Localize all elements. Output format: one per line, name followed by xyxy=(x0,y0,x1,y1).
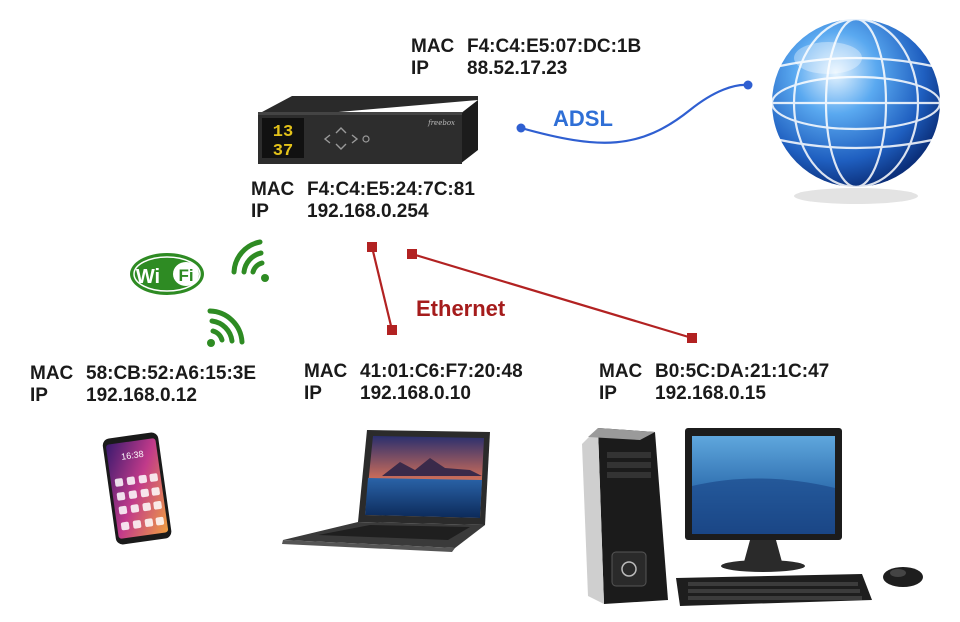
desktop-computer-icon xyxy=(582,428,923,606)
ip-label: IP xyxy=(251,201,269,222)
router-wan-mac: F4:C4:E5:07:DC:1B xyxy=(467,36,642,57)
laptop-icon xyxy=(282,430,490,552)
ip-label: IP xyxy=(411,58,429,79)
ip-label: IP xyxy=(30,385,48,406)
router-wan-ip: 88.52.17.23 xyxy=(467,58,568,79)
ethernet-label: Ethernet xyxy=(416,296,506,321)
mac-label: MAC xyxy=(251,179,295,200)
adsl-link xyxy=(516,80,753,144)
router-brand: freebox xyxy=(427,119,455,127)
mac-label: MAC xyxy=(304,361,348,382)
wifi-badge-fi: Fi xyxy=(178,266,193,285)
phone-mac: 58:CB:52:A6:15:3E xyxy=(86,363,257,384)
desktop-address: MAC B0:5C:DA:21:1C:47 IP 192.168.0.15 xyxy=(599,361,829,405)
wifi-badge-icon: Wi Fi xyxy=(130,253,204,295)
ethernet-link-laptop xyxy=(367,242,397,335)
desktop-ip: 192.168.0.15 xyxy=(655,383,766,404)
ethernet-link-desktop xyxy=(407,249,697,343)
smartphone-icon: 16:38 xyxy=(102,432,172,545)
desktop-mac: B0:5C:DA:21:1C:47 xyxy=(655,361,830,382)
laptop-address: MAC 41:01:C6:F7:20:48 IP 192.168.0.10 xyxy=(304,361,523,405)
mac-label: MAC xyxy=(30,363,74,384)
wifi-waves-icon xyxy=(231,239,269,282)
globe-icon xyxy=(770,17,942,204)
router-lan-mac: F4:C4:E5:24:7C:81 xyxy=(307,179,475,200)
wifi-waves-icon xyxy=(207,308,245,347)
router-lan-ip: 192.168.0.254 xyxy=(307,201,429,222)
laptop-mac: 41:01:C6:F7:20:48 xyxy=(360,361,523,382)
mac-label: MAC xyxy=(599,361,643,382)
phone-ip: 192.168.0.12 xyxy=(86,385,197,406)
router-display-top: 13 xyxy=(273,123,293,142)
laptop-ip: 192.168.0.10 xyxy=(360,383,471,404)
phone-clock: 16:38 xyxy=(121,449,145,462)
router-display-bottom: 37 xyxy=(273,142,293,161)
router-lan-address: MAC F4:C4:E5:24:7C:81 IP 192.168.0.254 xyxy=(251,179,475,223)
router-wan-address: MAC F4:C4:E5:07:DC:1B IP 88.52.17.23 xyxy=(411,36,641,80)
router-icon: 13 37 freebox xyxy=(258,96,478,164)
wifi-badge-wi: Wi xyxy=(136,266,160,288)
ip-label: IP xyxy=(304,383,322,404)
mac-label: MAC xyxy=(411,36,455,57)
ip-label: IP xyxy=(599,383,617,404)
phone-address: MAC 58:CB:52:A6:15:3E IP 192.168.0.12 xyxy=(30,363,256,407)
adsl-label: ADSL xyxy=(553,106,613,131)
router-dpad-icon xyxy=(323,127,359,150)
